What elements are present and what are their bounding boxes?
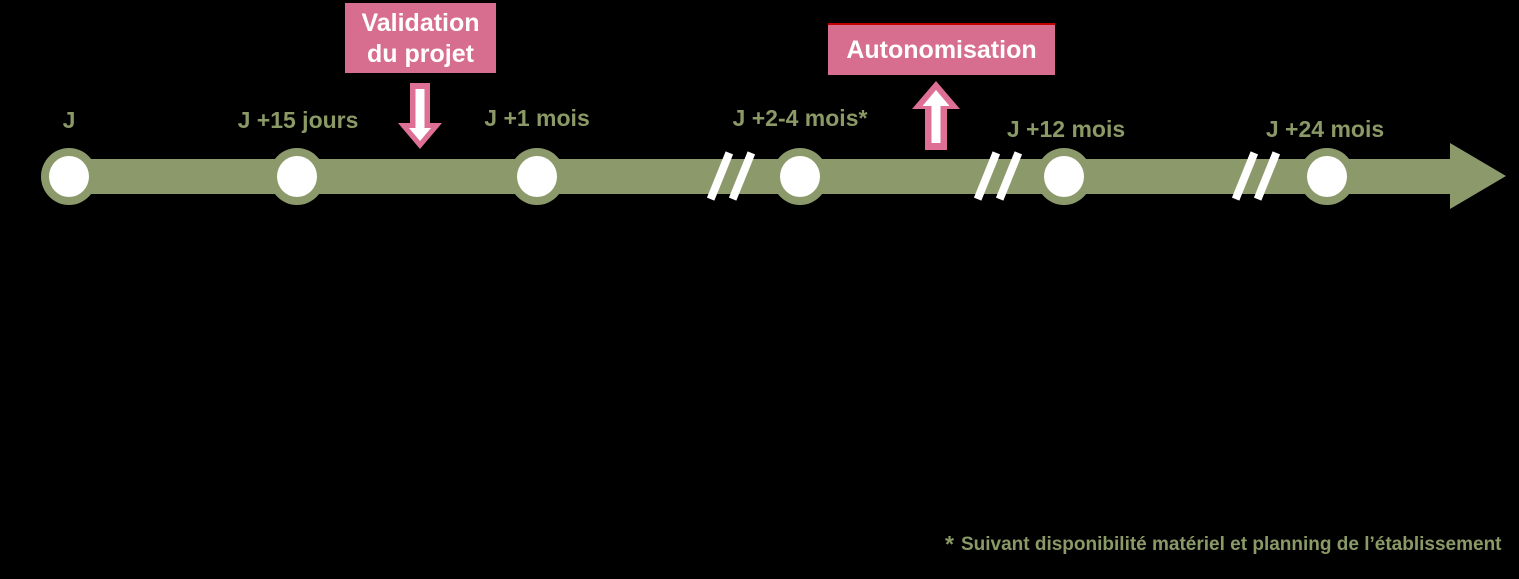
validation-callout-line1: Validation [361,9,480,37]
milestone-circle [509,148,565,205]
footnote-asterisk: * [945,531,954,557]
up-arrow-icon [912,81,960,150]
footnote-text: Suivant disponibilité matériel et planni… [960,534,1502,555]
milestone-circle [1036,148,1092,205]
milestone-circle [269,148,325,205]
milestone-label: J +2-4 mois* [732,105,868,131]
milestone-circle [41,148,97,205]
milestone-label: J +15 jours [237,107,359,133]
timeline-arrowhead [1450,143,1506,209]
milestone-label: J +24 mois [1265,116,1385,142]
down-arrow-icon [398,83,442,149]
footnote: * Suivant disponibilité matériel et plann… [945,531,1502,558]
milestone-circle [1299,148,1355,205]
validation-callout-line2: du projet [367,40,474,68]
milestone-circle [772,148,828,205]
validation-callout: Validation du projet [345,3,496,73]
milestone-label: J +12 mois [1006,116,1126,142]
milestone-label: J [62,107,76,133]
milestone-label: J +1 mois [484,105,590,131]
autonomisation-callout-label: Autonomisation [846,36,1037,64]
autonomisation-callout: Autonomisation [828,23,1055,75]
